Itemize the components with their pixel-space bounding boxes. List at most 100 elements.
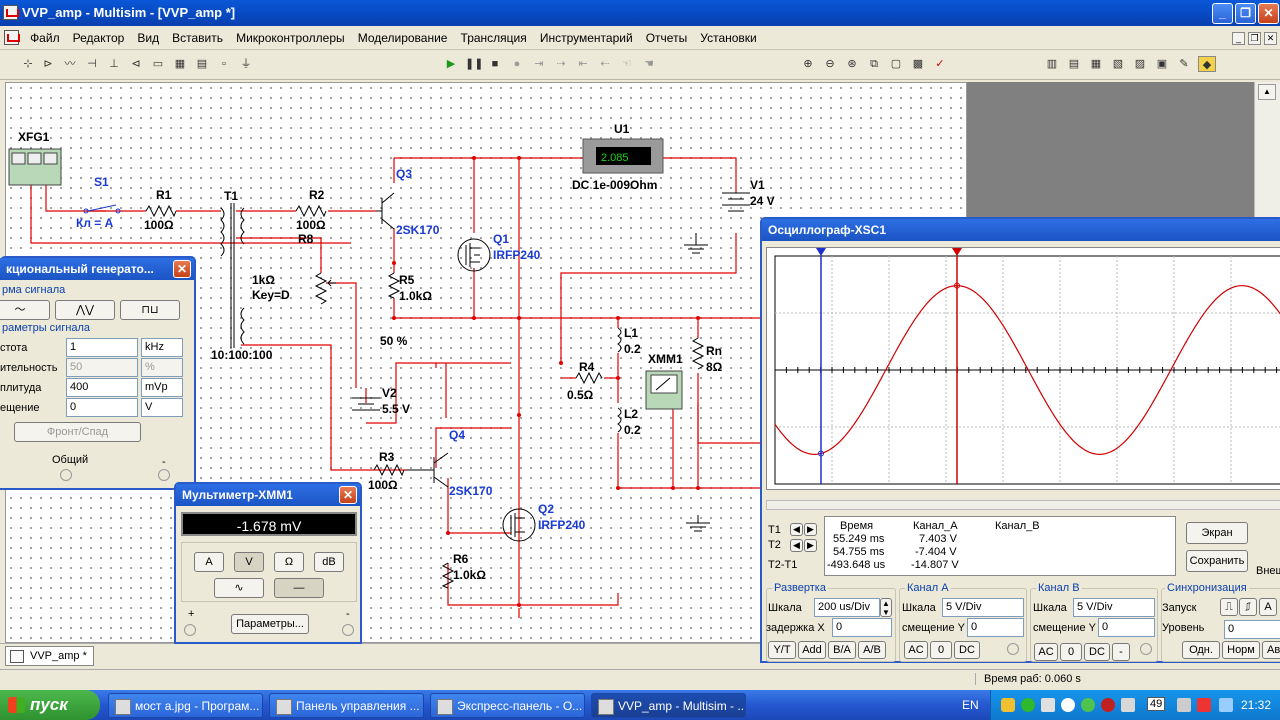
task-control-panel[interactable]: Панель управления ... [269, 693, 424, 718]
plus-terminal-icon[interactable] [184, 624, 196, 636]
grapher-icon[interactable]: ▥ [1046, 58, 1058, 70]
tray-update-icon[interactable] [1197, 698, 1211, 712]
tray-antivirus-icon[interactable] [1101, 698, 1115, 712]
tray-network-icon[interactable] [1021, 698, 1035, 712]
timebase-scale-input[interactable]: 200 us/Div [814, 598, 880, 617]
mode-ab-button[interactable]: A/B [858, 641, 886, 659]
amplitude-unit[interactable]: mVp [141, 378, 183, 397]
wire-tool-icon[interactable]: ⊹ [23, 58, 33, 70]
trigger-auto-button[interactable]: Авто [1262, 641, 1280, 659]
triangle-wave-button[interactable]: ⋀⋁ [55, 300, 115, 320]
menu-file[interactable]: Файл [30, 31, 60, 45]
maximize-button[interactable]: ❐ [1235, 3, 1256, 24]
menu-transfer[interactable]: Трансляция [460, 31, 527, 45]
rising-edge-icon[interactable]: ⎍ [1220, 598, 1238, 616]
zoom-area-icon[interactable]: ⊛ [847, 58, 857, 70]
breakpoint-icon[interactable]: ⇠ [600, 58, 610, 70]
transistor-tool-icon[interactable]: ⊥ [109, 58, 119, 70]
edge-button[interactable]: Фронт/Спад [14, 422, 141, 442]
menu-tools[interactable]: Инструментарий [539, 31, 633, 45]
dc-mode-button[interactable]: — [274, 578, 324, 598]
minimize-button[interactable]: _ [1212, 3, 1233, 24]
tray-display-icon[interactable] [1121, 698, 1135, 712]
tray-volume-icon[interactable] [1177, 698, 1191, 712]
pause-simulation-icon[interactable]: ❚❚ [465, 58, 484, 70]
mode-db-button[interactable]: dB [314, 552, 344, 572]
channel-b-ac-button[interactable]: AC [1034, 643, 1058, 661]
tab-vvp-amp[interactable]: VVP_amp * [5, 646, 94, 666]
t2-left-arrow-icon[interactable]: ◀ [790, 539, 803, 552]
stop-simulation-icon[interactable]: ■ [491, 58, 499, 70]
task-image-viewer[interactable]: мост а.jpg - Програм... [108, 693, 263, 718]
zoom-fit-icon[interactable]: ⧉ [870, 58, 878, 70]
trigger-a-button[interactable]: A [1259, 598, 1277, 616]
minus-terminal-icon[interactable] [158, 469, 170, 481]
channel-b-zero-button[interactable]: 0 [1060, 643, 1082, 661]
database-icon[interactable]: ▨ [1134, 58, 1146, 70]
trigger-normal-button[interactable]: Норм [1222, 641, 1260, 659]
probe-settings-icon[interactable]: ✎ [1179, 58, 1189, 70]
task-opera-speed-dial[interactable]: Экспресс-панель - О... [430, 693, 585, 718]
diode-tool-icon[interactable]: ⊣ [87, 58, 97, 70]
frequency-input[interactable]: 1 [66, 338, 138, 357]
step-icon[interactable]: ● [513, 58, 521, 70]
scope-screen[interactable] [766, 247, 1280, 490]
channel-b-offset-input[interactable]: 0 [1098, 618, 1155, 637]
tray-app-icon[interactable] [1001, 698, 1015, 712]
save-button[interactable]: Сохранить [1186, 550, 1248, 572]
cmos-tool-icon[interactable]: ▦ [174, 58, 186, 70]
offset-unit[interactable]: V [141, 398, 183, 417]
menu-reports[interactable]: Отчеты [645, 31, 688, 45]
spreadsheet-icon[interactable]: ▧ [1112, 58, 1124, 70]
resistor-tool-icon[interactable]: 〰 [64, 58, 76, 70]
language-indicator[interactable]: EN [962, 698, 979, 712]
grid-icon[interactable]: ▩ [912, 58, 924, 70]
step-out-icon[interactable]: ⇤ [578, 58, 588, 70]
channel-a-zero-button[interactable]: 0 [930, 641, 952, 659]
trigger-single-button[interactable]: Одн. [1182, 641, 1220, 659]
version-icon[interactable]: ◆ [1198, 56, 1216, 72]
task-multisim[interactable]: VVP_amp - Multisim - ... [591, 693, 746, 718]
tray-icq-icon[interactable] [1081, 698, 1095, 712]
mode-add-button[interactable]: Add [798, 641, 826, 659]
mode-ampere-button[interactable]: A [194, 552, 224, 572]
zoom-out-icon[interactable]: ⊖ [825, 58, 835, 70]
probe-icon[interactable]: ☜ [622, 58, 632, 70]
tray-skype-icon[interactable] [1061, 698, 1075, 712]
mode-ba-button[interactable]: B/A [828, 641, 856, 659]
menu-mcu[interactable]: Микроконтроллеры [236, 31, 345, 45]
timebase-spinner-icon[interactable]: ▲▼ [880, 598, 892, 617]
channel-b-terminal-icon[interactable] [1140, 643, 1152, 655]
document-icon[interactable] [4, 30, 20, 45]
ac-mode-button[interactable]: ∿ [214, 578, 264, 598]
delay-x-input[interactable]: 0 [832, 618, 892, 637]
menu-simulate[interactable]: Моделирование [357, 31, 448, 45]
square-wave-button[interactable]: ⊓⊔ [120, 300, 180, 320]
doc-restore-button[interactable]: ❐ [1248, 32, 1261, 45]
doc-minimize-button[interactable]: _ [1232, 32, 1245, 45]
t1-left-arrow-icon[interactable]: ◀ [790, 523, 803, 536]
channel-a-terminal-icon[interactable] [1007, 643, 1019, 655]
multimeter-close-button[interactable]: ✕ [339, 486, 357, 504]
hand-icon[interactable]: ☚ [644, 58, 654, 70]
run-simulation-icon[interactable]: ▶ [446, 58, 456, 70]
misc-digital-tool-icon[interactable]: ▤ [196, 58, 208, 70]
doc-close-button[interactable]: ✕ [1264, 32, 1277, 45]
channel-a-offset-input[interactable]: 0 [967, 618, 1024, 637]
mode-ohm-button[interactable]: Ω [274, 552, 304, 572]
t1-right-arrow-icon[interactable]: ▶ [804, 523, 817, 536]
misc-tool-icon[interactable]: ▫ [222, 58, 226, 70]
instrument-icon[interactable]: ▣ [1156, 58, 1168, 70]
close-button[interactable]: ✕ [1258, 3, 1279, 24]
analysis-icon[interactable]: ▦ [1090, 58, 1102, 70]
offset-input[interactable]: 0 [66, 398, 138, 417]
channel-b-minus-button[interactable]: - [1112, 643, 1130, 661]
duty-cycle-unit[interactable]: % [141, 358, 183, 377]
menu-edit[interactable]: Редактор [72, 31, 125, 45]
fgen-close-button[interactable]: ✕ [173, 260, 191, 278]
source-tool-icon[interactable]: ⊳ [43, 58, 53, 70]
mode-volt-button[interactable]: V [234, 552, 264, 572]
channel-a-scale-input[interactable]: 5 V/Div [942, 598, 1024, 617]
frequency-unit[interactable]: kHz [141, 338, 183, 357]
minus-terminal-icon[interactable] [342, 624, 354, 636]
